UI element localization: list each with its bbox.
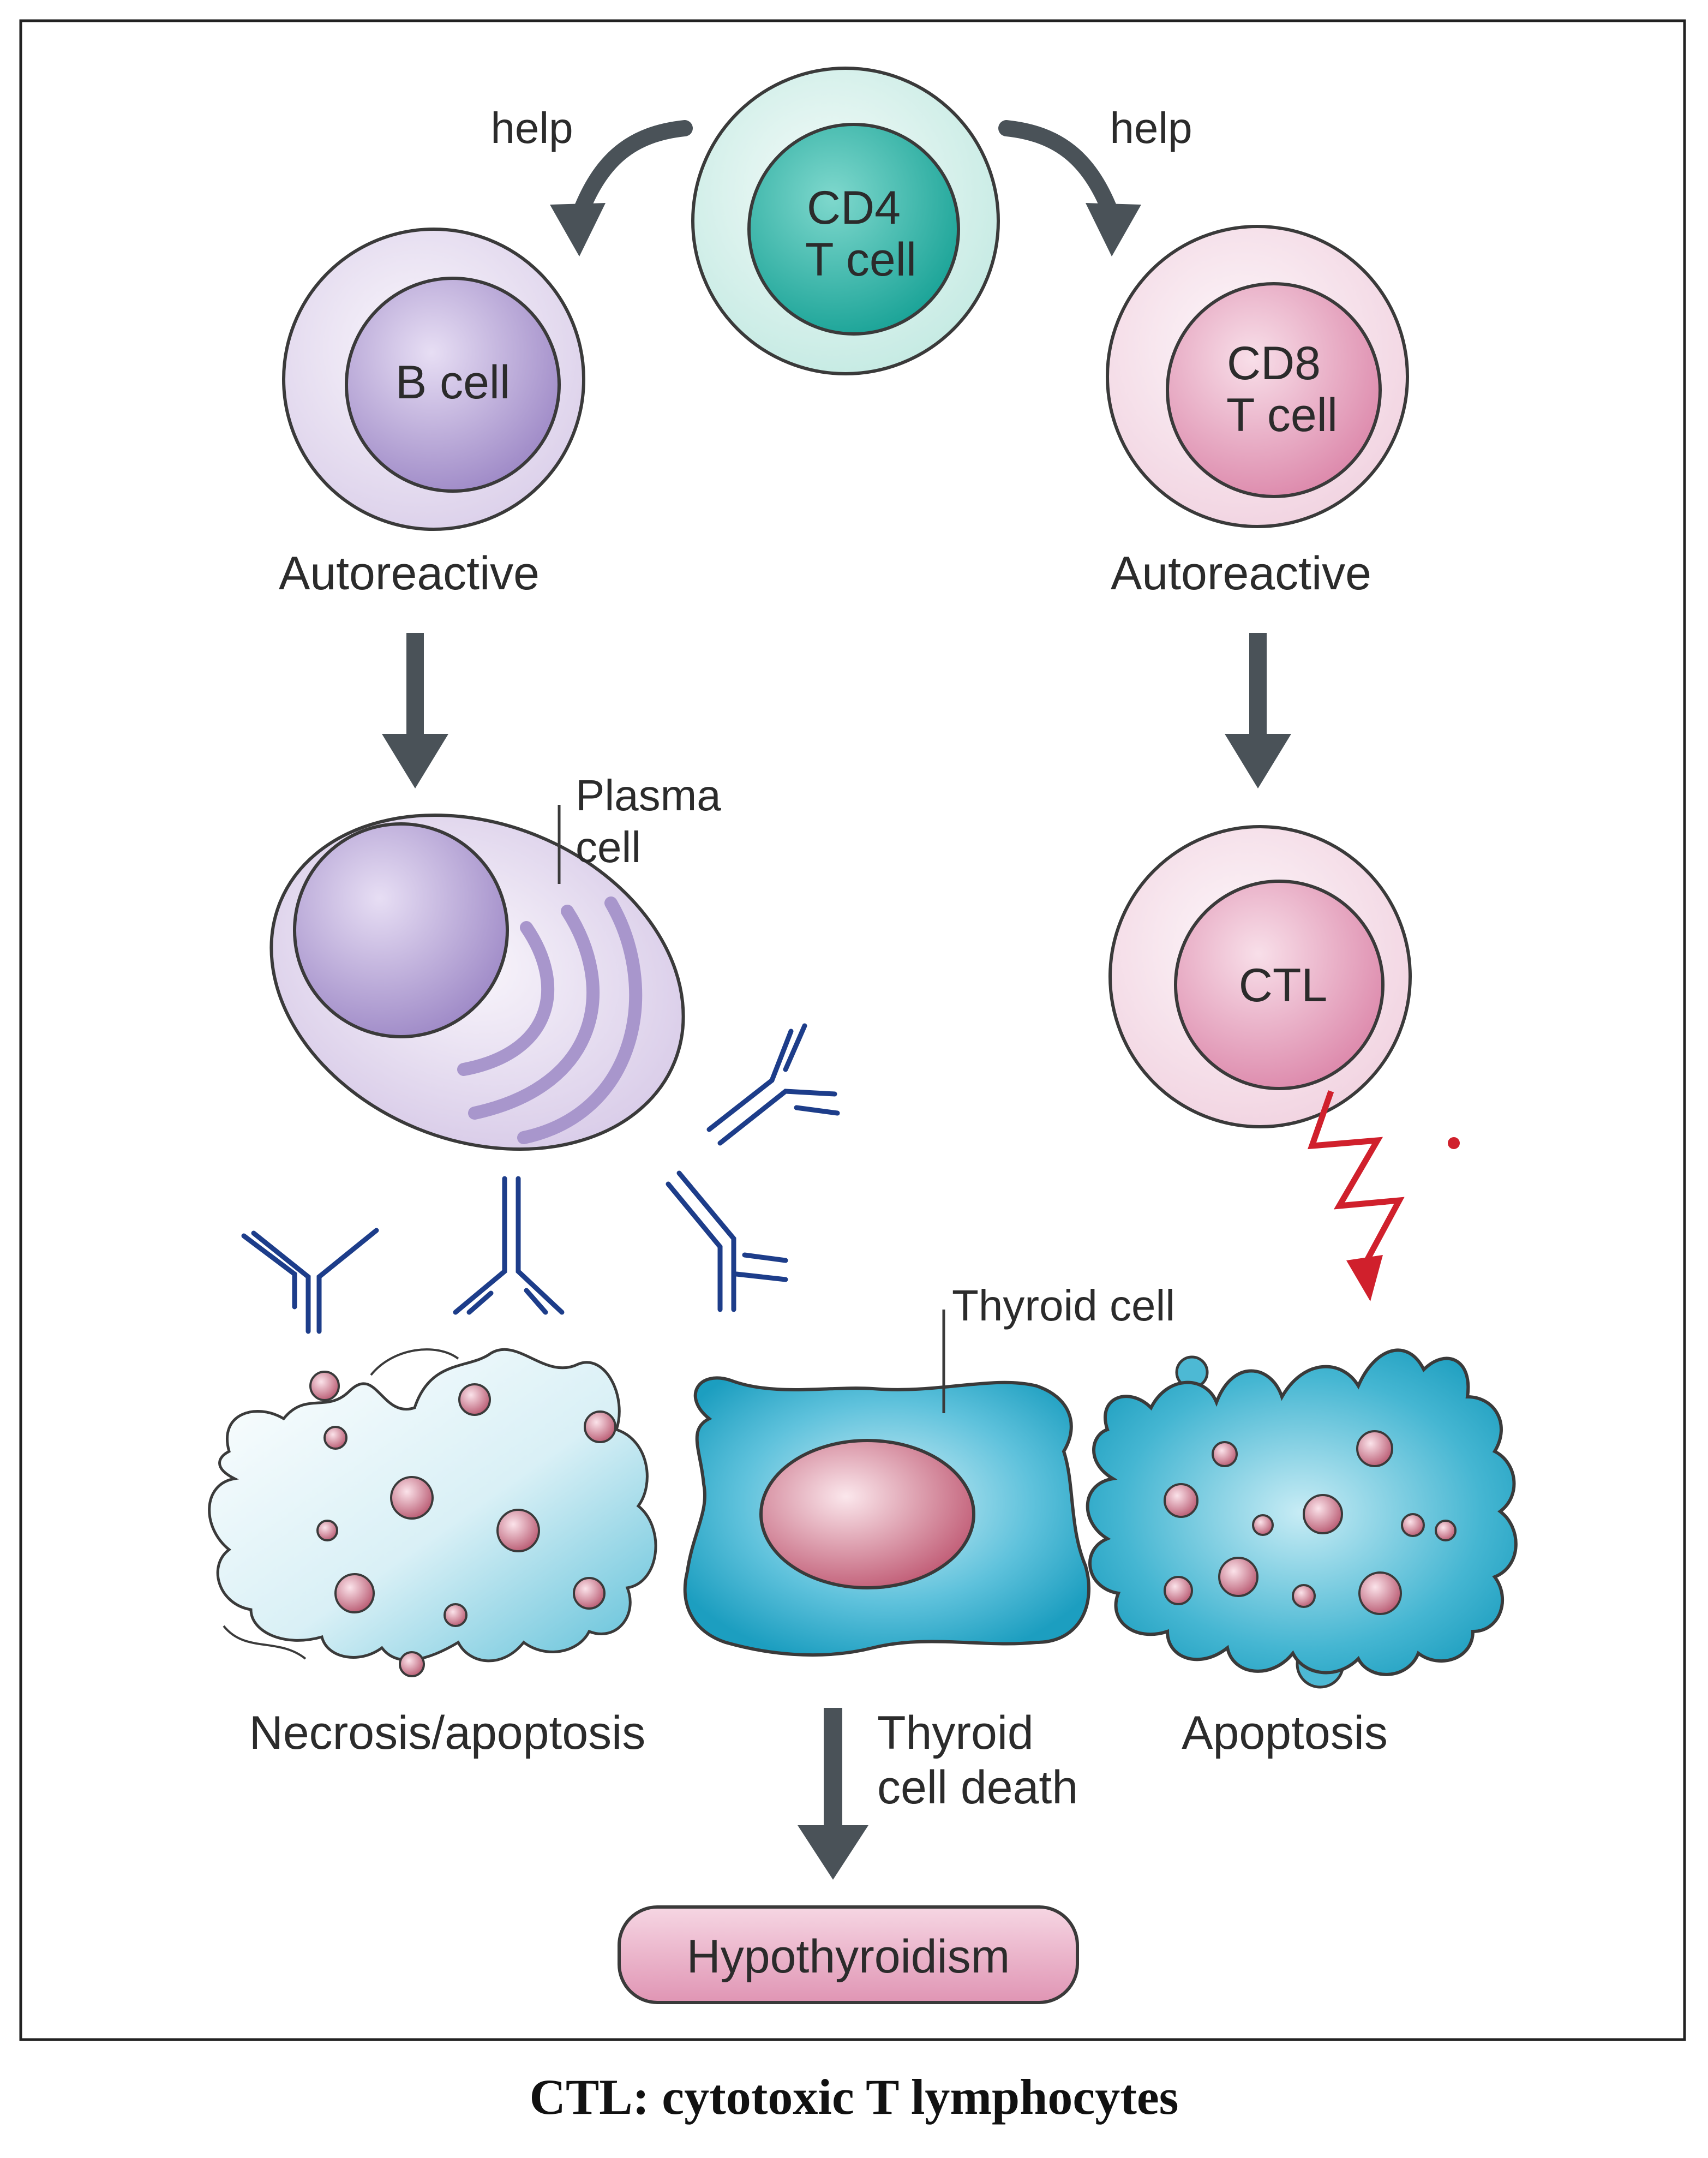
help-arrow-left xyxy=(550,120,693,256)
cd8-label-line2: T cell xyxy=(1226,389,1338,441)
plasma-label-line2: cell xyxy=(576,823,641,871)
cell-death-label-line2: cell death xyxy=(877,1761,1078,1814)
antibody-2 xyxy=(453,1176,565,1315)
necrosis-label: Necrosis/apoptosis xyxy=(249,1707,646,1759)
cd4-t-cell: CD4 T cell xyxy=(691,67,1000,375)
ctl-label: CTL xyxy=(1239,959,1327,1012)
cd8-t-cell: CD8 T cell xyxy=(1106,225,1409,528)
figure-caption: CTL: cytotoxic T lymphocytes xyxy=(529,2069,1179,2125)
hypothyroidism-label: Hypothyroidism xyxy=(687,1930,1010,1983)
apoptotic-thyroid-cell xyxy=(1086,1348,1518,1689)
hypothyroidism-box: Hypothyroidism xyxy=(618,1905,1079,2004)
help-label-right: help xyxy=(1110,104,1192,152)
antibody-1 xyxy=(241,1228,379,1334)
plasma-cell: Plasma cell xyxy=(269,771,721,1151)
arrow-b-to-plasma xyxy=(382,633,448,788)
help-arrow-right xyxy=(998,120,1141,256)
figure-border xyxy=(19,19,1686,2041)
cd8-label-line1: CD8 xyxy=(1227,337,1321,390)
autoreactive-label-left: Autoreactive xyxy=(279,547,540,600)
thyroid-cell: Thyroid cell xyxy=(683,1281,1175,1657)
help-label-left: help xyxy=(490,104,573,152)
antibody-4 xyxy=(706,1023,840,1146)
cd4-label-line2: T cell xyxy=(805,234,916,286)
thyroid-cell-label: Thyroid cell xyxy=(952,1281,1175,1330)
arrow-cd8-to-ctl xyxy=(1225,633,1291,788)
b-cell: B cell xyxy=(282,228,585,531)
arrow-to-hypothyroidism xyxy=(798,1708,868,1880)
plasma-label-line1: Plasma xyxy=(576,771,721,820)
b-cell-label: B cell xyxy=(395,356,510,409)
apoptosis-label: Apoptosis xyxy=(1182,1707,1388,1759)
ctl-cell: CTL xyxy=(1108,825,1412,1128)
cell-death-label-line1: Thyroid xyxy=(877,1707,1034,1759)
autoreactive-label-right: Autoreactive xyxy=(1111,547,1371,600)
necrotic-thyroid-cell xyxy=(208,1348,657,1677)
ctl-attack-bolt xyxy=(1308,1090,1460,1301)
cd4-label-line1: CD4 xyxy=(807,182,901,234)
antibody-3 xyxy=(666,1170,788,1312)
